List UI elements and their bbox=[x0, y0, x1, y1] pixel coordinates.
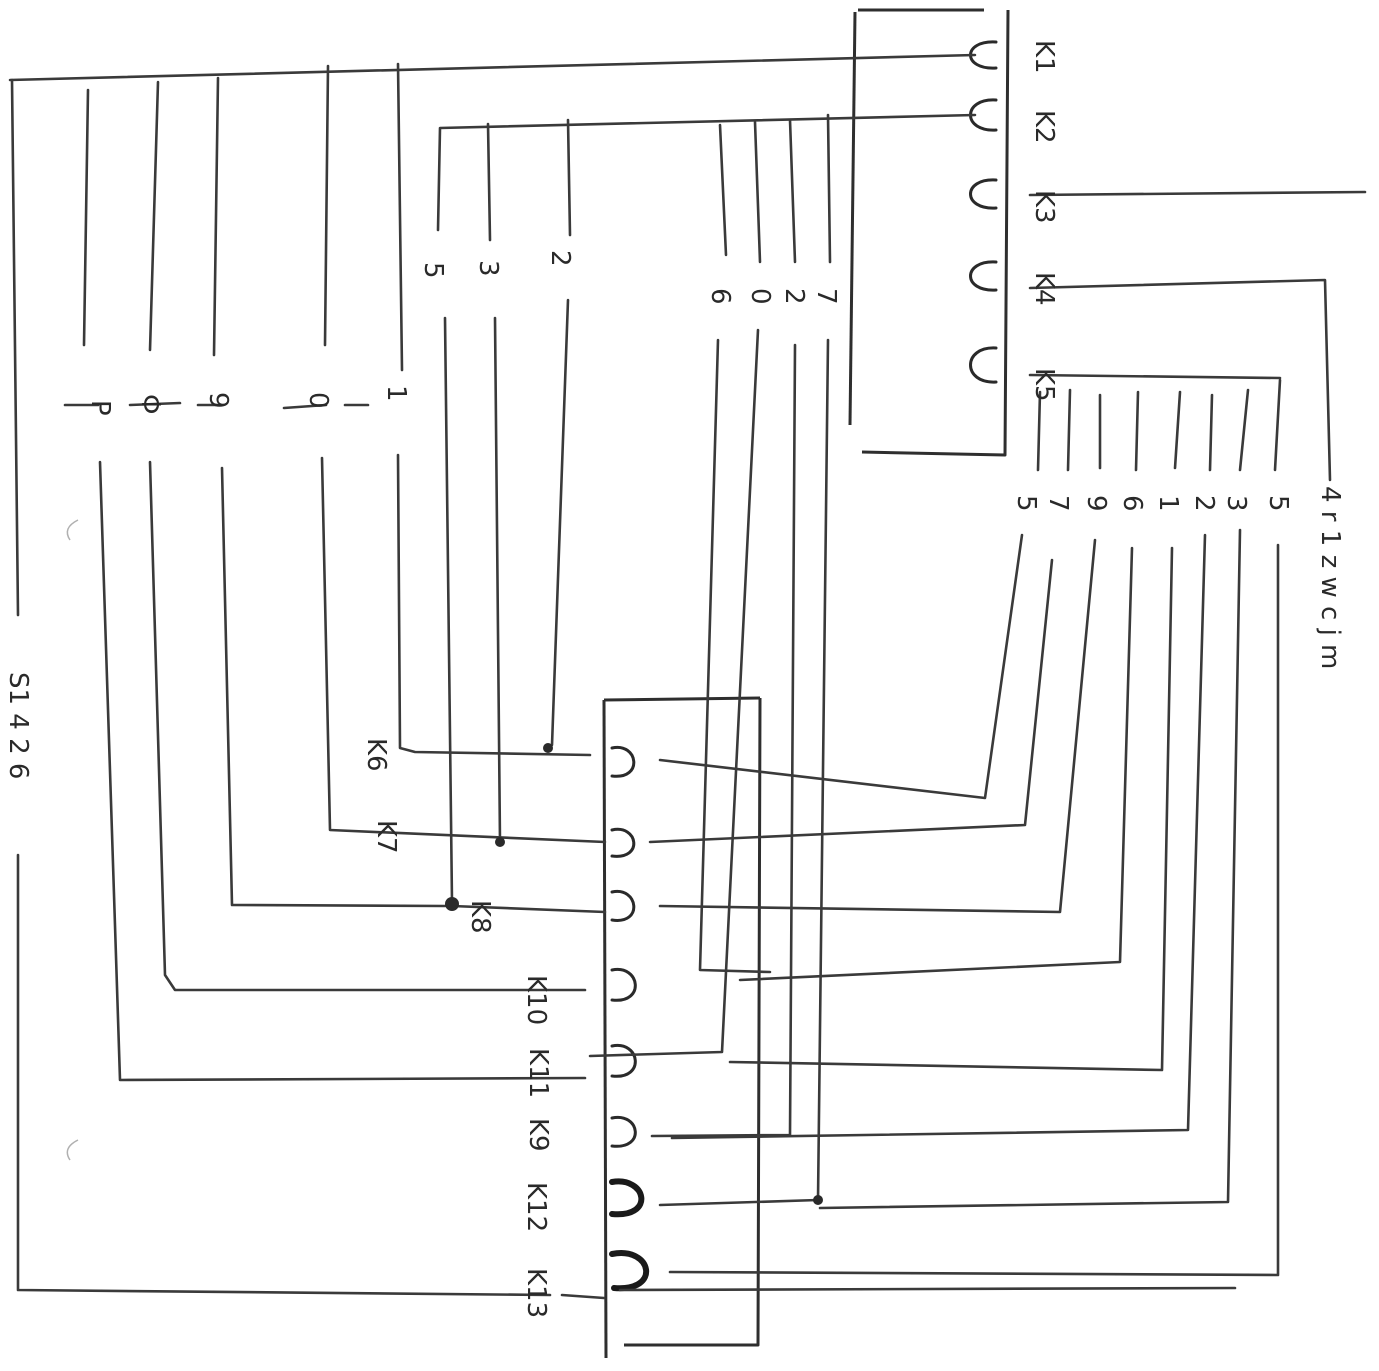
left-side-label: S1 4 2 6 bbox=[3, 672, 33, 779]
left-digit: 9 bbox=[203, 392, 233, 409]
relay-contact-k13 bbox=[609, 1250, 649, 1292]
relay-label-k10: K10 bbox=[521, 975, 551, 1025]
left-digit: 0 bbox=[303, 392, 333, 409]
relay-label-k3: K3 bbox=[1029, 190, 1059, 224]
mid-digit: 3 bbox=[473, 260, 503, 277]
mid-digit: 2 bbox=[545, 250, 575, 267]
relay-label-k2: K2 bbox=[1029, 110, 1059, 144]
left-digit: 1 bbox=[381, 385, 411, 402]
left-digit: P bbox=[85, 400, 115, 416]
relay-contact-k4 bbox=[969, 260, 998, 292]
upper-right-digit: 0 bbox=[745, 288, 775, 305]
relay-label-k12: K12 bbox=[521, 1182, 551, 1232]
relay-contact-k5 bbox=[969, 346, 998, 384]
relay-contact-k9 bbox=[610, 1115, 637, 1148]
relay-block-bottom bbox=[602, 696, 762, 1359]
junction-dot bbox=[445, 897, 459, 911]
upper-right-digit: 6 bbox=[705, 288, 735, 305]
relay-label-k13: K13 bbox=[521, 1268, 551, 1318]
relay-contact-k12 bbox=[609, 1178, 645, 1218]
relay-contact-k8 bbox=[610, 889, 636, 922]
relay-label-k6: K6 bbox=[361, 738, 391, 772]
wires bbox=[8, 53, 1367, 1300]
relay-contact-k6 bbox=[610, 745, 636, 778]
relay-contact-k7 bbox=[610, 827, 636, 858]
punch-hole-upper bbox=[66, 519, 79, 541]
relay-contact-k11 bbox=[610, 1043, 637, 1078]
mid-digit: 5 bbox=[418, 262, 448, 279]
relay-label-k9: K9 bbox=[523, 1118, 553, 1152]
left-digit: Φ bbox=[135, 394, 165, 414]
right-digit: 1 bbox=[1153, 495, 1183, 512]
relay-label-k1: K1 bbox=[1029, 40, 1059, 74]
right-digit: 7 bbox=[1043, 495, 1073, 512]
upper-right-digit: 2 bbox=[779, 288, 809, 305]
relay-label-k4: K4 bbox=[1029, 272, 1059, 306]
relay-label-k8: K8 bbox=[465, 900, 495, 934]
relay-label-k5: K5 bbox=[1029, 368, 1059, 402]
punch-hole-lower bbox=[66, 1139, 79, 1161]
relay-contact-k10 bbox=[610, 967, 637, 1002]
relay-contact-k3 bbox=[969, 178, 998, 210]
junction-dot bbox=[495, 837, 505, 847]
right-digit: 5 bbox=[1263, 495, 1293, 512]
junction-dot bbox=[813, 1195, 823, 1205]
right-digit: 3 bbox=[1221, 495, 1251, 512]
relay-label-k11: K11 bbox=[523, 1048, 553, 1098]
relay-block-top bbox=[848, 8, 1010, 457]
right-digit: 6 bbox=[1117, 495, 1147, 512]
junction-dot bbox=[543, 743, 553, 753]
right-digit: 2 bbox=[1189, 495, 1219, 512]
upper-right-digit: 7 bbox=[811, 288, 841, 305]
relay-label-k7: K7 bbox=[371, 820, 401, 854]
right-digit: 5 bbox=[1011, 495, 1041, 512]
junctions bbox=[445, 743, 823, 1205]
right-digit: 9 bbox=[1081, 495, 1111, 512]
right-side-label: 4 r 1 z w c j m bbox=[1315, 486, 1345, 669]
